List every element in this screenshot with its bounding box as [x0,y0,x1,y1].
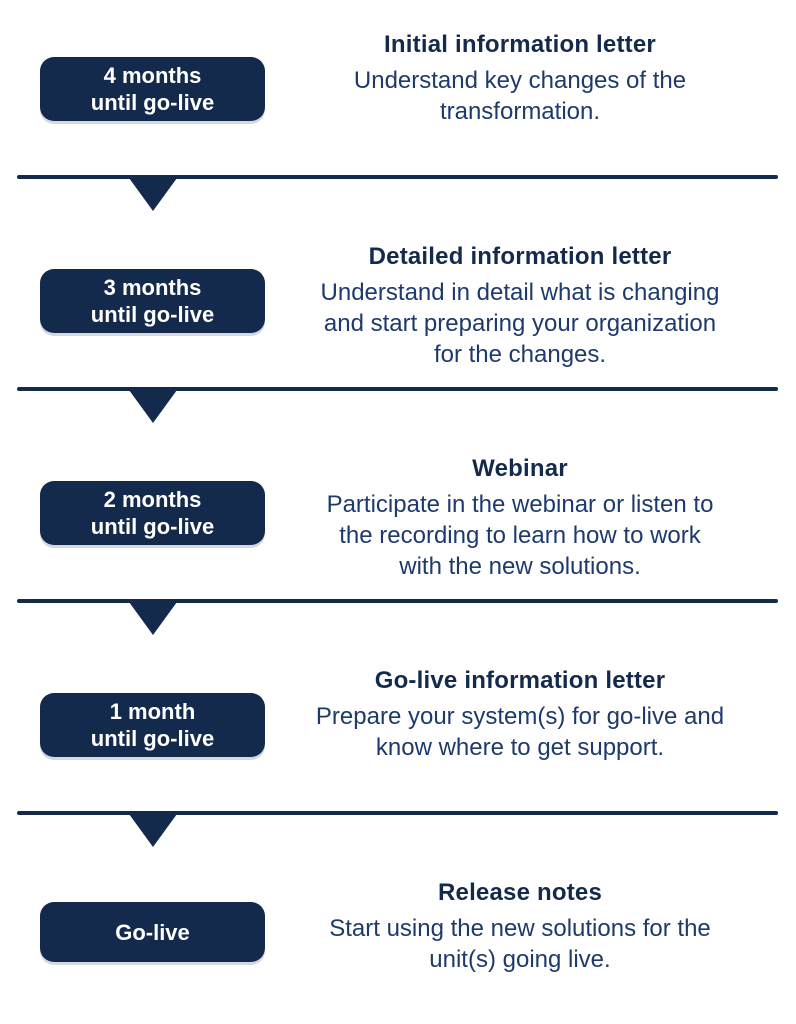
step-description: Understand in detail what is changing an… [320,279,720,368]
step-description: Participate in the webinar or listen to … [326,491,714,580]
step-title: Detailed information letter [368,243,672,270]
step-badge: 3 months until go-live [40,269,265,333]
timeline-step-4-months: 4 months until go-live Initial informati… [0,0,796,212]
arrow-down-icon [129,814,177,847]
step-content: Webinar Participate in the webinar or li… [280,454,760,582]
arrow-down-icon [129,390,177,423]
step-badge: 2 months until go-live [40,481,265,545]
step-badge: 4 months until go-live [40,57,265,121]
timeline-step-go-live: Go-live Release notes Start using the ne… [0,848,796,1024]
step-title: Webinar [472,455,568,482]
step-content: Initial information letter Understand ke… [280,30,760,127]
step-description: Understand key changes of the transforma… [353,67,687,125]
step-content: Go-live information letter Prepare your … [280,666,760,763]
arrow-down-icon [129,178,177,211]
divider-line [17,387,778,391]
step-title: Release notes [437,879,602,906]
step-content: Release notes Start using the new soluti… [280,878,760,975]
divider-line [17,811,778,815]
timeline-step-2-months: 2 months until go-live Webinar Participa… [0,424,796,636]
step-description: Start using the new solutions for the un… [329,915,711,973]
arrow-down-icon [129,602,177,635]
step-content: Detailed information letter Understand i… [280,242,760,370]
divider-line [17,599,778,603]
step-title: Go-live information letter [374,667,666,694]
timeline-step-3-months: 3 months until go-live Detailed informat… [0,212,796,424]
divider-line [17,175,778,179]
step-description: Prepare your system(s) for go-live and k… [315,703,725,761]
timeline-step-1-month: 1 month until go-live Go-live informatio… [0,636,796,848]
step-badge: 1 month until go-live [40,693,265,757]
step-title: Initial information letter [384,31,656,58]
step-badge: Go-live [40,902,265,962]
